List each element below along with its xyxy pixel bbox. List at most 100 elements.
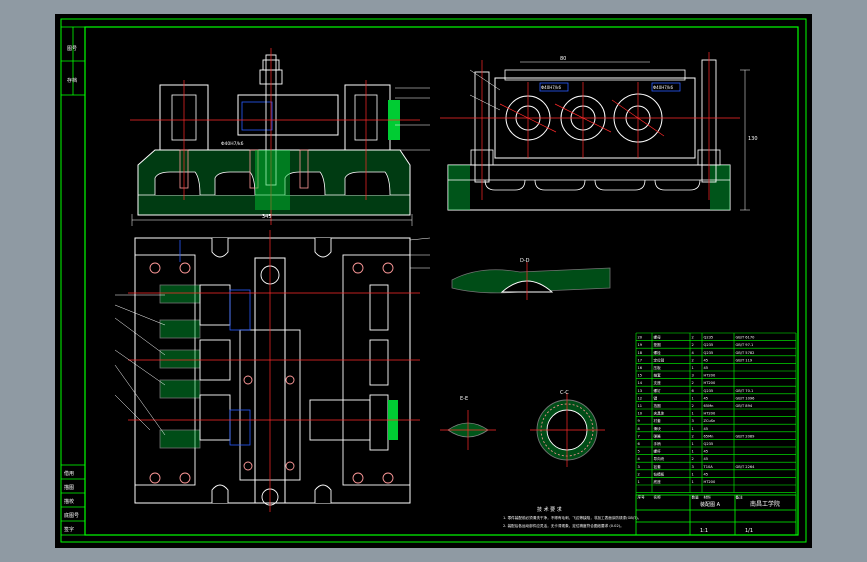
parts-row-material: 65Mn [704,404,714,408]
parts-row-name: 垫圈 [654,342,662,347]
parts-header-material: 材料 [704,495,712,500]
parts-row-qty: 1 [692,442,694,446]
parts-row-no: 6 [638,442,641,446]
parts-row-material: Q235 [704,336,714,340]
parts-row-qty: 3 [692,374,694,378]
parts-row-name: 底座 [654,479,662,484]
parts-row-name: 钻套 [654,464,662,469]
parts-row-no: 14 [638,381,643,385]
section-d-label: D-D [520,258,530,264]
parts-row-name: 钻模板 [654,471,665,476]
outer-frame [60,18,807,543]
parts-row-material: T10A [703,465,714,469]
section-e: E-E [440,396,496,450]
parts-row-std: GB/T 119 [736,358,753,362]
parts-row-name: 螺钉 [654,388,662,393]
parts-row-qty: 1 [692,472,694,476]
parts-row-name: 挡圈 [654,403,662,408]
parts-row-std: GB/T 2089 [736,434,756,438]
inner-frame [84,26,799,536]
parts-row-name: 螺母 [654,335,662,340]
parts-row-material: HT200 [704,480,716,484]
parts-row-material: 65Mn [704,434,714,438]
parts-row-qty: 2 [692,336,694,340]
parts-row-qty: 1 [692,412,694,416]
side-tab-3: 描校 [64,498,74,505]
side-height-dim: 130 [748,136,758,142]
parts-row-qty: 3 [692,465,694,469]
parts-row-no: 11 [638,404,643,408]
title-block [635,494,797,536]
parts-row-no: 5 [638,450,640,454]
parts-row-no: 9 [638,419,641,423]
parts-row-material: 45 [704,450,709,454]
parts-row-material: Q235 [704,343,714,347]
parts-row-name: 导向块 [654,456,665,461]
front-bore-tag: Φ40H7/k6 [221,141,244,147]
parts-row-name: 滑块 [654,426,662,431]
parts-row-std: GB/T 6170 [736,336,756,340]
parts-row-qty: 2 [692,343,694,347]
front-overall-dim: 345 [262,214,272,220]
parts-header-name: 名称 [654,495,662,500]
parts-row-material: Q235 [704,351,714,355]
parts-row-std: GB/T 894 [736,404,753,408]
parts-row-qty: 2 [692,381,694,385]
plan-view [114,230,431,512]
tech-req-line1: 1. 零件装配前必须清洗干净，不得有毛刺、飞边等缺陷，非加工表面涂防锈漆(GB/… [503,515,641,520]
parts-row-no: 7 [638,434,640,438]
parts-row-std: GB/T 5782 [736,351,755,355]
side-tab-1: 借用 [64,470,74,477]
parts-row-material: 45 [704,427,709,431]
parts-row-std: GB/T 70.1 [736,389,754,393]
parts-row-name: 夹具体 [654,411,665,416]
section-c: C-C [530,390,605,467]
parts-row-qty: 2 [692,434,694,438]
parts-row-no: 20 [638,336,643,340]
top-left-tab-2: 存档 [67,77,77,84]
parts-row-material: Q235 [704,442,714,446]
side-bore-tag-2: Φ40H7/k6 [653,85,673,90]
parts-row-no: 17 [638,358,643,362]
parts-row-qty: 1 [692,480,694,484]
side-tab-block [60,464,86,536]
front-view: 345 Φ40H7/k6 [130,48,430,226]
plan-bushings [159,284,201,449]
parts-row-name: 压板 [654,365,662,370]
parts-row-name: 键 [654,395,658,400]
side-tab-2: 描图 [64,484,74,491]
parts-row-material: HT200 [704,374,716,378]
parts-row-name: 支座 [654,380,662,385]
section-c-label: C-C [560,390,569,396]
parts-row-qty: 4 [692,351,695,355]
parts-row-qty: 2 [692,404,694,408]
parts-row-material: 45 [704,396,709,400]
section-e-label: E-E [460,396,468,402]
parts-row-material: 45 [704,366,709,370]
parts-row-material: 45 [704,358,709,362]
title-block-sheet: 1/1 [745,528,753,534]
parts-row-std: GB/T 2264 [736,465,756,469]
parts-row-no: 2 [638,472,640,476]
side-tab-4: 底图号 [64,512,79,519]
top-left-tab-block [60,26,86,96]
parts-row-std: GB/T 1096 [736,396,756,400]
parts-row-no: 18 [638,351,643,355]
side-tab-5: 签字 [64,526,74,533]
parts-row-qty: 1 [692,396,694,400]
parts-row-std: GB/T 97.1 [736,343,754,347]
parts-row-material: 45 [704,457,709,461]
tech-req-heading: 技 术 要 求 [537,506,562,513]
parts-row-qty: 1 [692,427,694,431]
drawing-sheet [55,14,812,548]
parts-row-no: 12 [638,396,643,400]
parts-row-no: 8 [638,427,641,431]
parts-row-name: 螺杆 [654,449,662,454]
parts-row-qty: 1 [692,366,694,370]
parts-row-qty: 3 [692,419,694,423]
parts-row-material: Q235 [704,389,714,393]
title-block-scale: 1:1 [700,528,708,534]
parts-row-name: 螺栓 [654,350,662,355]
